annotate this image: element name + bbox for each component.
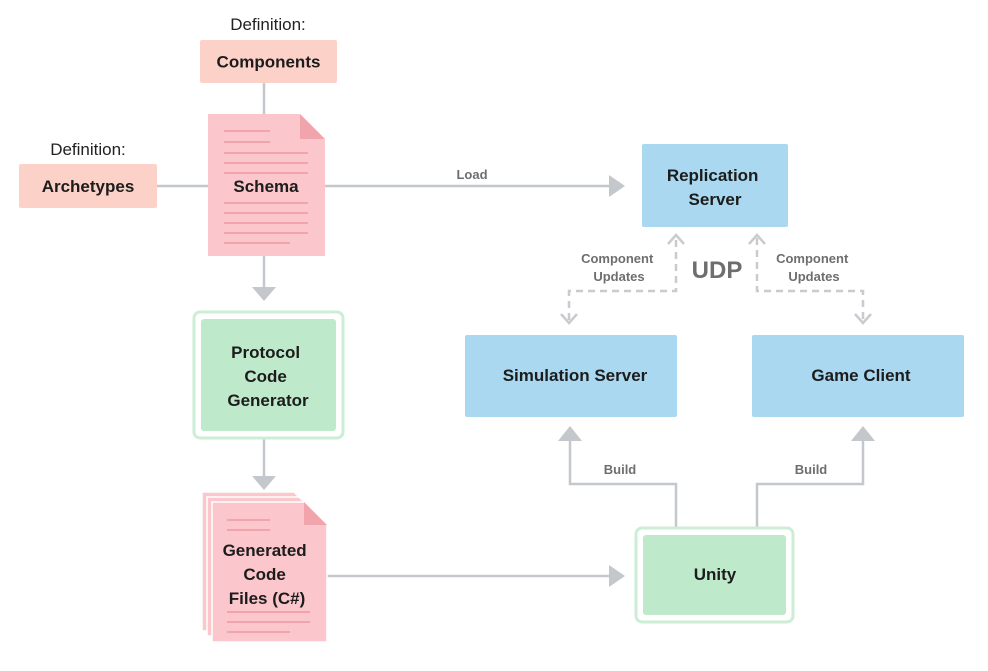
- protocol-generator-label: Protocol Code Generator: [227, 343, 309, 410]
- generated-files-label: Generated Code Files (C#): [223, 541, 312, 608]
- build-left-arrowhead: [558, 426, 582, 441]
- component-updates-right-line-1: Component: [776, 251, 849, 266]
- build-right-arrowhead: [851, 426, 875, 441]
- replication-server-label: Replication Server: [667, 166, 763, 209]
- archetypes-definition-caption: Definition:: [50, 140, 126, 159]
- udp-label: UDP: [692, 257, 743, 284]
- load-edge-label: Load: [456, 167, 487, 182]
- archetypes-label: Archetypes: [42, 177, 135, 196]
- replication-server-line-1: Replication: [667, 166, 759, 185]
- component-updates-right-label: Component Updates: [776, 251, 852, 284]
- files-arrowhead: [252, 476, 276, 490]
- generator-arrowhead: [252, 287, 276, 301]
- unity-to-client-line: [755, 438, 865, 528]
- protocol-generator-line-2: Code: [244, 367, 287, 386]
- load-arrowhead: [609, 175, 625, 197]
- simulation-server-box: [465, 335, 677, 417]
- build-right-label: Build: [795, 462, 828, 477]
- component-updates-left-line-1: Component: [581, 251, 654, 266]
- udp-right-dashed-line: [755, 238, 865, 320]
- udp-right-down-chevron: [854, 313, 872, 325]
- game-client-box: [752, 335, 964, 417]
- game-client-label: Game Client: [811, 366, 911, 385]
- replication-server-box: [642, 144, 788, 227]
- components-definition-caption: Definition:: [230, 15, 306, 34]
- protocol-generator-line-3: Generator: [227, 391, 309, 410]
- component-updates-left-label: Component Updates: [581, 251, 657, 284]
- generated-files-line-3: Files (C#): [229, 589, 306, 608]
- generated-files-line-2: Code: [243, 565, 286, 584]
- protocol-generator-box: [201, 319, 336, 431]
- udp-left-dashed-line: [567, 238, 678, 320]
- component-updates-left-line-2: Updates: [593, 269, 644, 284]
- simulation-server-label: Simulation Server: [503, 366, 648, 385]
- udp-left-up-chevron: [667, 233, 685, 245]
- udp-left-down-chevron: [560, 313, 578, 325]
- protocol-generator-outer-border: [192, 310, 345, 440]
- connectors: [157, 82, 865, 578]
- components-label: Components: [217, 53, 321, 72]
- protocol-generator-line-1: Protocol: [231, 343, 300, 362]
- components-box: [200, 40, 337, 83]
- component-updates-right-line-2: Updates: [788, 269, 839, 284]
- unity-arrowhead: [609, 565, 625, 587]
- archetypes-box: [19, 164, 157, 208]
- arrowheads: [252, 175, 875, 587]
- unity-outer-border: [634, 526, 795, 624]
- udp-connectors: [567, 238, 865, 320]
- schema-document-icon: [208, 114, 325, 256]
- unity-to-simulation-line: [568, 438, 678, 528]
- unity-box: [643, 535, 786, 615]
- unity-label: Unity: [694, 565, 737, 584]
- generated-files-document-stack-icon: [201, 491, 328, 643]
- udp-right-up-chevron: [748, 233, 766, 245]
- build-left-label: Build: [604, 462, 637, 477]
- udp-chevrons: [560, 233, 872, 325]
- generated-files-line-1: Generated: [223, 541, 307, 560]
- schema-label: Schema: [233, 177, 299, 196]
- replication-server-line-2: Server: [689, 190, 742, 209]
